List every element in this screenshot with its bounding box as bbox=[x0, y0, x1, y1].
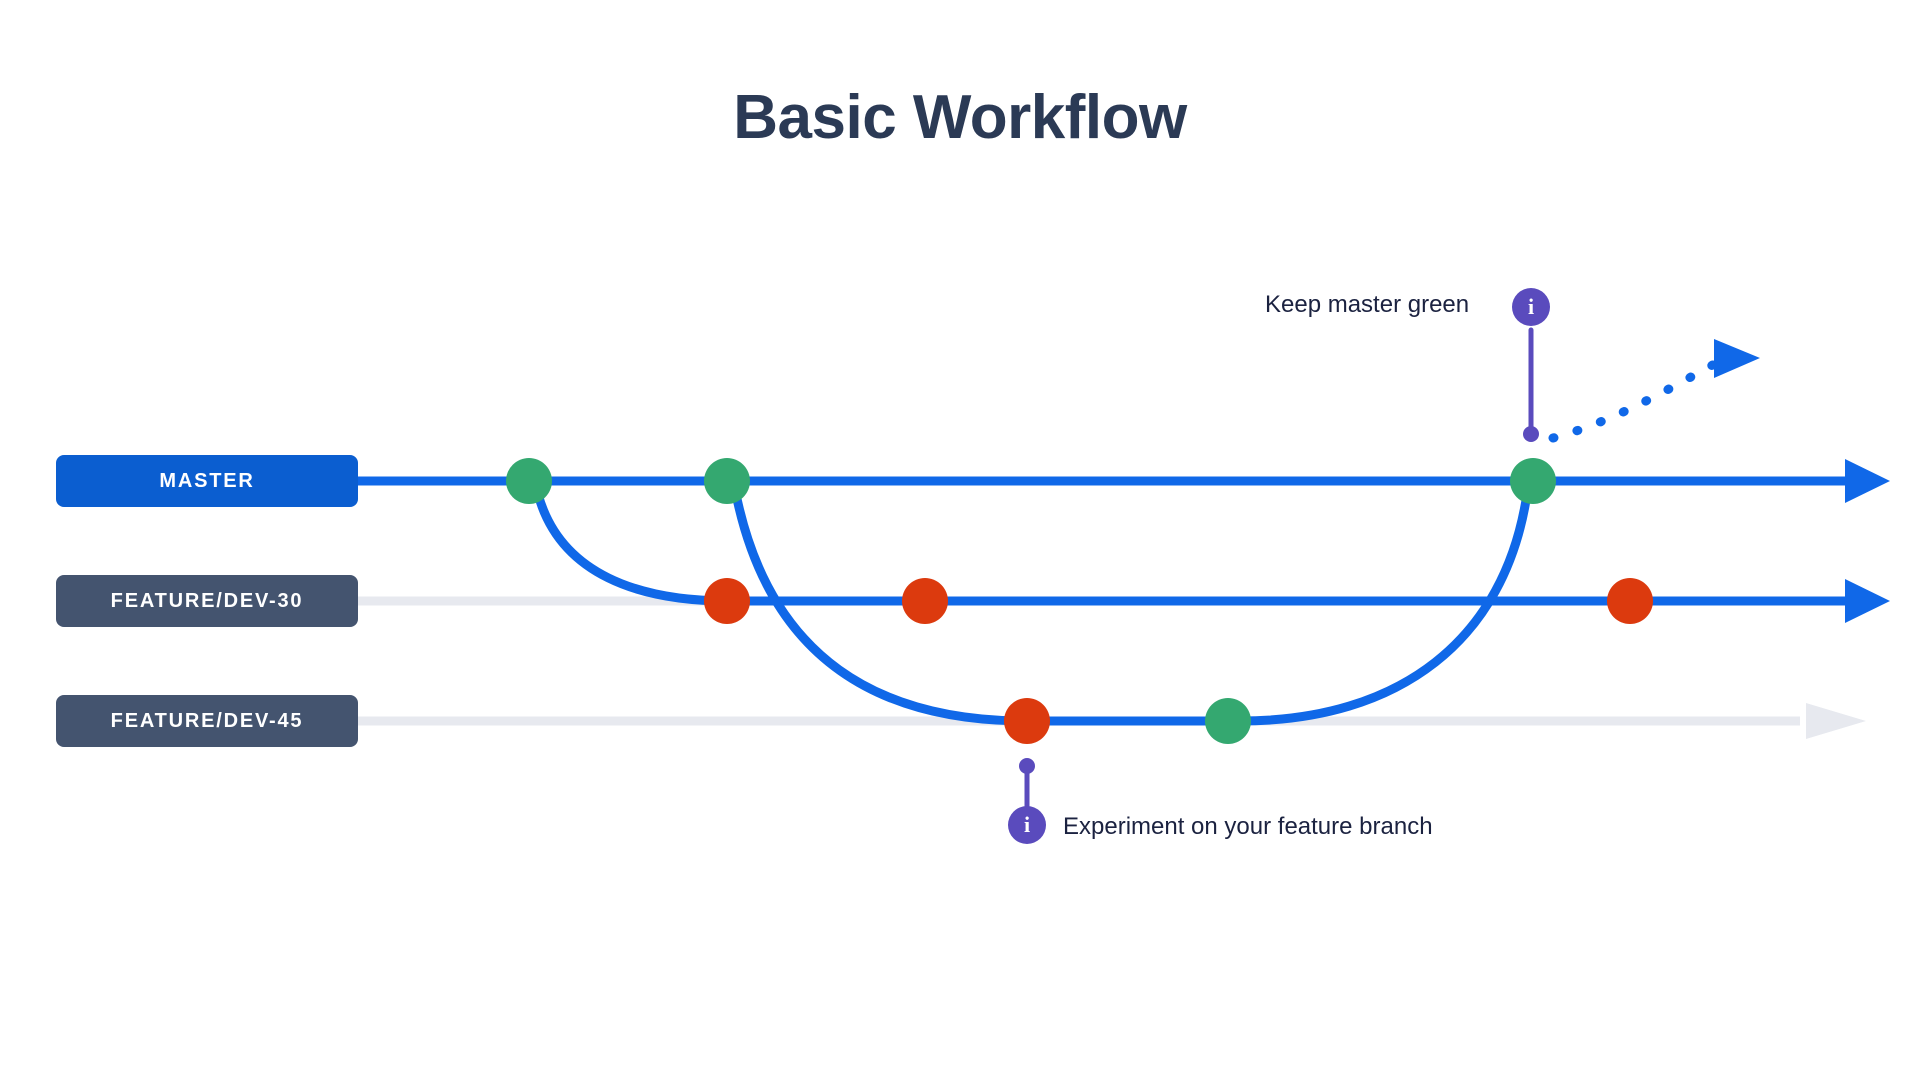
branch-label-feature-dev-30[interactable]: FEATURE/DEV-30 bbox=[56, 575, 358, 627]
future-commits-arrowhead bbox=[1714, 339, 1760, 378]
commit-node-dev30-c2[interactable] bbox=[902, 578, 948, 624]
commit-node-dev30-c1[interactable] bbox=[704, 578, 750, 624]
commit-node-master-c3[interactable] bbox=[1510, 458, 1556, 504]
future-commits-dotted-arrow bbox=[1548, 355, 1727, 443]
callout-anchor-dot-keep-master-green bbox=[1523, 426, 1539, 442]
branch-label-feature-dev-45[interactable]: FEATURE/DEV-45 bbox=[56, 695, 358, 747]
commit-node-master-c1[interactable] bbox=[506, 458, 552, 504]
track-end-arrow-dev-30 bbox=[1845, 579, 1890, 623]
track-end-arrow-dev-45 bbox=[1806, 703, 1866, 739]
commit-node-dev30-c3[interactable] bbox=[1607, 578, 1653, 624]
branch-curve-master-to-dev-45 bbox=[731, 489, 1031, 726]
info-icon-experiment-on-feature-branch[interactable]: i bbox=[1008, 806, 1046, 844]
page-title: Basic Workflow bbox=[733, 83, 1187, 152]
callout-anchor-dot-experiment bbox=[1019, 758, 1035, 774]
callout-label-experiment-on-feature-branch: Experiment on your feature branch bbox=[1063, 813, 1433, 840]
commit-node-dev45-c2[interactable] bbox=[1205, 698, 1251, 744]
commit-node-dev45-c1[interactable] bbox=[1004, 698, 1050, 744]
track-end-arrow-master bbox=[1845, 459, 1890, 503]
branch-label-master[interactable]: MASTER bbox=[56, 455, 358, 507]
branch-curve-master-to-dev-30 bbox=[533, 489, 733, 606]
callout-label-keep-master-green: Keep master green bbox=[1265, 291, 1470, 318]
merge-curve-dev-45-to-master bbox=[1235, 489, 1532, 726]
commit-node-master-c2[interactable] bbox=[704, 458, 750, 504]
info-icon-keep-master-green[interactable]: i bbox=[1512, 288, 1550, 326]
